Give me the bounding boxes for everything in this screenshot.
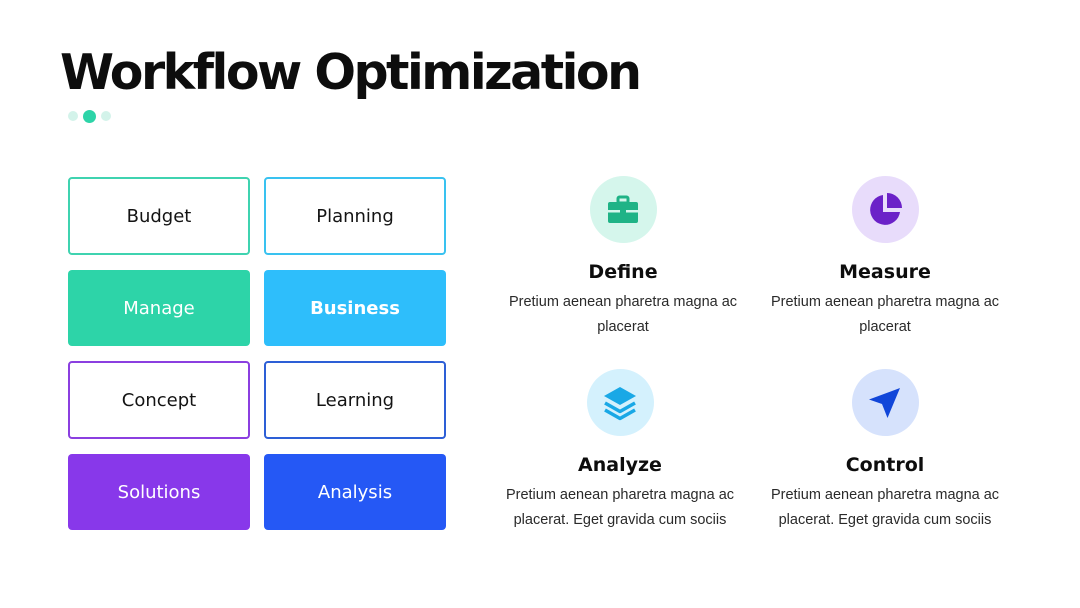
briefcase-icon xyxy=(608,195,638,223)
feature-description: Pretium aenean pharetra magna ac placera… xyxy=(770,487,1000,528)
tile-label: Learning xyxy=(315,389,395,411)
tile-planning[interactable]: Planning xyxy=(264,177,446,255)
tile-label: Solutions xyxy=(117,481,201,503)
feature-define: Define Pretium aenean pharetra magna ac … xyxy=(508,176,738,340)
tile-business[interactable]: Business xyxy=(264,270,446,346)
tile-manage[interactable]: Manage xyxy=(68,270,250,346)
send-icon xyxy=(869,387,900,418)
pagination-dot[interactable] xyxy=(68,111,78,121)
tile-learning[interactable]: Learning xyxy=(264,361,446,439)
tile-solutions[interactable]: Solutions xyxy=(68,454,250,530)
feature-title: Control xyxy=(845,454,925,476)
tile-label: Analysis xyxy=(317,481,393,503)
slide-pagination xyxy=(68,109,111,123)
layers-icon xyxy=(604,386,636,420)
tile-label: Business xyxy=(310,297,400,319)
tile-concept[interactable]: Concept xyxy=(68,361,250,439)
tile-label: Planning xyxy=(316,205,394,227)
pie-chart-icon xyxy=(870,192,902,225)
tile-budget[interactable]: Budget xyxy=(68,177,250,255)
feature-title: Analyze xyxy=(578,454,662,476)
feature-control: Control Pretium aenean pharetra magna ac… xyxy=(770,369,1000,533)
feature-analyze: Analyze Pretium aenean pharetra magna ac… xyxy=(505,369,735,533)
feature-description: Pretium aenean pharetra magna ac placera… xyxy=(508,294,738,335)
feature-icon-circle xyxy=(851,369,919,436)
feature-icon-circle xyxy=(589,176,657,243)
feature-icon-circle xyxy=(851,176,919,243)
tile-label: Concept xyxy=(121,389,197,411)
tile-analysis[interactable]: Analysis xyxy=(264,454,446,530)
feature-title: Define xyxy=(588,261,658,283)
feature-title: Measure xyxy=(839,261,931,283)
tile-label: Budget xyxy=(126,205,192,227)
pagination-dot-active[interactable] xyxy=(83,109,96,123)
pagination-dot[interactable] xyxy=(101,111,111,121)
feature-description: Pretium aenean pharetra magna ac placera… xyxy=(770,294,1000,335)
feature-description: Pretium aenean pharetra magna ac placera… xyxy=(505,487,735,528)
feature-measure: Measure Pretium aenean pharetra magna ac… xyxy=(770,176,1000,340)
slide-title: Workflow Optimization xyxy=(60,44,642,101)
feature-icon-circle xyxy=(586,369,654,436)
tile-label: Manage xyxy=(123,297,195,319)
